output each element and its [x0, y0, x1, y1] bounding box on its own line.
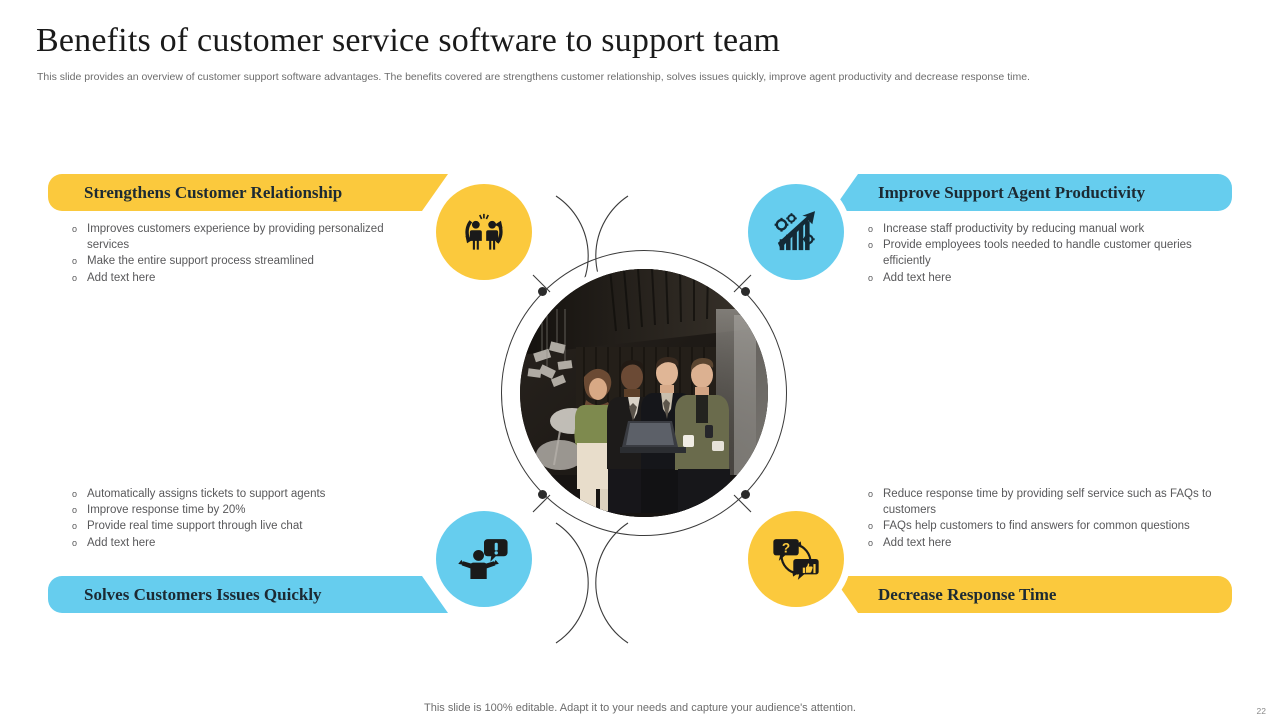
bullet-marker-icon: o [868, 224, 874, 234]
connector-dot-top-right [741, 287, 750, 296]
list-item: o Increase staff productivity by reducin… [868, 221, 1220, 237]
bullet-marker-icon: o [868, 521, 874, 532]
team-discussion-photo [520, 269, 768, 517]
bullet-list-top-right: o Increase staff productivity by reducin… [868, 221, 1220, 286]
list-item: o Automatically assigns tickets to suppo… [72, 486, 402, 502]
photo-illustration [520, 269, 768, 517]
bullet-marker-icon: o [868, 489, 874, 499]
list-item: o Make the entire support process stream… [72, 253, 392, 269]
banner-decrease-response-time[interactable]: Decrease Response Time [832, 576, 1232, 613]
center-outer-ring [501, 250, 787, 536]
banner-improve-support-agent-productivity[interactable]: Improve Support Agent Productivity [832, 174, 1232, 211]
bullet-list-bottom-right: o Reduce response time by providing self… [868, 486, 1224, 551]
list-item: o Provide real time support through live… [72, 518, 402, 534]
banner-shape [48, 576, 448, 613]
bullet-marker-icon: o [868, 537, 874, 548]
growth-chart-gears-icon [774, 211, 816, 251]
bullet-marker-icon: o [72, 224, 78, 234]
banner-label: Strengthens Customer Relationship [84, 182, 343, 202]
two-people-relationship-icon [465, 213, 503, 250]
bullet-marker-icon: o [868, 272, 874, 283]
question-answer-bubbles-icon: ? [773, 539, 819, 580]
banner-strengthens-customer-relationship[interactable]: Strengthens Customer Relationship [48, 174, 448, 211]
svg-text:?: ? [782, 541, 790, 556]
bullet-marker-icon: o [72, 489, 78, 499]
page-title: Benefits of customer service software to… [36, 22, 781, 59]
page-subtitle: This slide provides an overview of custo… [37, 71, 1030, 83]
bullet-marker-icon: o [72, 505, 78, 516]
person-alert-bubble-icon [458, 539, 508, 579]
list-item: o Add text here [868, 535, 1224, 551]
bullet-list-top-left: o Improves customers experience by provi… [72, 221, 392, 286]
connector-dot-top-left [538, 287, 547, 296]
bullet-marker-icon: o [868, 240, 874, 251]
bullet-marker-icon: o [72, 537, 78, 548]
banner-label: Decrease Response Time [878, 584, 1057, 604]
connector-dot-bottom-right [741, 490, 750, 499]
connector-dot-bottom-left [538, 490, 547, 499]
banner-shape [48, 174, 448, 211]
footer-note: This slide is 100% editable. Adapt it to… [424, 702, 856, 714]
list-item: o Add text here [868, 270, 1220, 286]
list-item: o Add text here [72, 535, 402, 551]
icon-badge-strengthens-customer-relationship[interactable] [436, 184, 532, 280]
icon-badge-decrease-response-time[interactable]: ? [748, 511, 844, 607]
banner-shape [832, 174, 1232, 211]
banner-label: Solves Customers Issues Quickly [84, 584, 322, 604]
list-item: o Provide employees tools needed to hand… [868, 237, 1220, 269]
bullet-marker-icon: o [72, 256, 78, 267]
banner-label: Improve Support Agent Productivity [878, 182, 1146, 202]
bullet-marker-icon: o [72, 272, 78, 283]
list-item: o Reduce response time by providing self… [868, 486, 1224, 518]
icon-badge-solves-customers-issues-quickly[interactable] [436, 511, 532, 607]
list-item: o FAQs help customers to find answers fo… [868, 518, 1224, 534]
icon-badge-improve-support-agent-productivity[interactable] [748, 184, 844, 280]
list-item: o Improves customers experience by provi… [72, 221, 392, 253]
page-number: 22 [1256, 706, 1266, 716]
bullet-marker-icon: o [72, 521, 78, 532]
center-graphic [501, 250, 787, 536]
list-item: o Add text here [72, 270, 392, 286]
bullet-list-bottom-left: o Automatically assigns tickets to suppo… [72, 486, 402, 551]
banner-shape [832, 576, 1232, 613]
banner-solves-customers-issues-quickly[interactable]: Solves Customers Issues Quickly [48, 576, 448, 613]
list-item: o Improve response time by 20% [72, 502, 402, 518]
